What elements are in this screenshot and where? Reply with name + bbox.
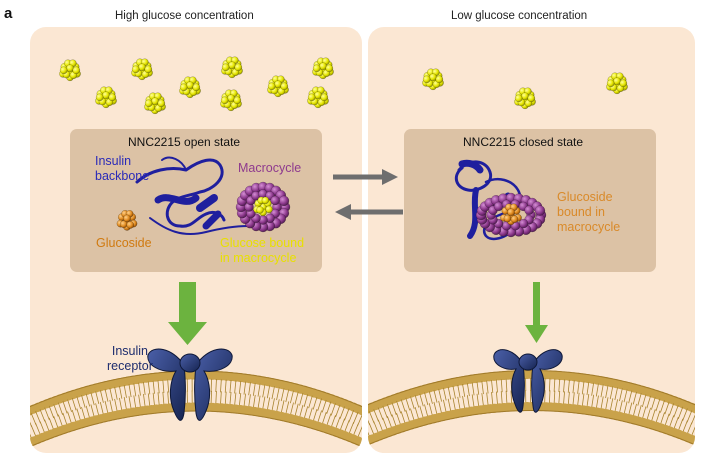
glucose-molecule-icon	[144, 92, 166, 115]
insulin-receptor-icon	[147, 348, 233, 421]
glucose-molecule-icon	[221, 56, 243, 79]
label-line: backbone	[95, 169, 150, 183]
glucose-atom	[325, 64, 334, 73]
bound-glucoside-atom	[503, 214, 512, 223]
reverse-arrow	[335, 204, 403, 220]
molecular-assemblies	[116, 181, 547, 238]
glucose-molecule-icon	[95, 86, 117, 109]
glucoside-atom	[123, 214, 131, 223]
glucose-atom	[514, 94, 523, 103]
label-line: macrocycle	[557, 220, 621, 234]
insulin-receptor-icon	[493, 349, 563, 413]
glucose-molecule-icon	[312, 57, 334, 80]
label-line: bound in	[557, 205, 605, 219]
forward-arrow	[333, 169, 398, 185]
glucoside-icon	[116, 210, 138, 231]
open-state-title: NNC2215 open state	[128, 135, 241, 149]
label-line: receptor	[107, 359, 153, 373]
glucose-atom	[157, 99, 166, 108]
glucose-atom	[220, 96, 229, 105]
glucose-molecule-icon	[267, 75, 289, 98]
left-panel-header: High glucose concentration	[115, 10, 254, 22]
glucose-atom	[307, 93, 316, 102]
glucose-molecule-icon	[606, 72, 628, 95]
glucose-molecule-icon	[179, 76, 201, 99]
glucose-molecule-icon	[307, 86, 329, 109]
glucose-atom	[108, 93, 117, 102]
glucose-molecule-icon	[220, 89, 242, 112]
label-line: Insulin	[111, 344, 148, 358]
bound-glucoside-atom	[507, 208, 515, 217]
bound-glucose-atom	[265, 205, 273, 214]
glucose-atom	[221, 63, 230, 72]
glucose-atom	[606, 79, 615, 88]
glucose-bound-label: Glucose bound in macrocycle	[220, 236, 304, 266]
label-line: Insulin	[95, 154, 132, 168]
glucose-atom	[422, 75, 431, 84]
glucose-atom	[144, 99, 153, 108]
panel-letter: a	[4, 5, 13, 22]
glucose-atom	[59, 66, 68, 75]
glucose-atom	[144, 65, 153, 74]
glucose-atom	[95, 93, 104, 102]
bound-glucoside-atom	[510, 215, 519, 224]
glucose-molecule-icon	[422, 68, 444, 91]
bound-glucose-atom	[261, 196, 270, 205]
macrocycle-atom	[534, 205, 546, 216]
macrocycle-label: Macrocycle	[238, 161, 302, 175]
glucoside-bound-label: Glucoside bound in macrocycle	[557, 190, 620, 235]
glucose-atom	[131, 65, 140, 74]
insulin-backbone-label: Insulin backbone	[95, 154, 149, 184]
glucose-molecule-icon	[514, 87, 536, 110]
glucose-molecule-icon	[131, 58, 153, 81]
strong-signal-arrow	[168, 282, 207, 345]
insulin-receptor-label: Insulin receptor	[107, 344, 153, 374]
glucose-atom	[233, 96, 242, 105]
glucose-molecule-icon	[59, 59, 81, 82]
glucose-atom	[267, 82, 276, 91]
free-glucose-molecules	[59, 56, 628, 115]
label-line: in macrocycle	[220, 251, 297, 265]
glucose-atom	[192, 83, 201, 92]
glucose-atom	[234, 63, 243, 72]
macrocycle-icon	[475, 192, 547, 238]
macrocycle-atom	[524, 205, 534, 215]
macrocycle-icon	[235, 181, 291, 233]
label-line: Glucose bound	[220, 236, 305, 250]
label-line: Glucoside	[557, 190, 613, 204]
bound-glucose-atom	[256, 206, 264, 214]
glucose-atom	[435, 75, 444, 84]
glucose-atom	[619, 79, 628, 88]
insulin-backbone-icon	[135, 156, 249, 236]
glucose-atom	[320, 93, 329, 102]
glucose-atom	[179, 83, 188, 92]
closed-state-title: NNC2215 closed state	[463, 135, 584, 149]
glucose-atom	[280, 82, 289, 91]
glucoside-label: Glucoside	[96, 236, 152, 250]
glucose-atom	[72, 66, 81, 75]
glucose-atom	[312, 64, 321, 73]
macrocycle-atom	[270, 195, 280, 206]
glucose-atom	[527, 94, 536, 103]
glucoside-atom	[126, 221, 135, 229]
right-panel-header: Low glucose concentration	[451, 10, 588, 22]
weak-signal-arrow	[525, 282, 548, 343]
macrocycle-atom	[493, 201, 504, 212]
